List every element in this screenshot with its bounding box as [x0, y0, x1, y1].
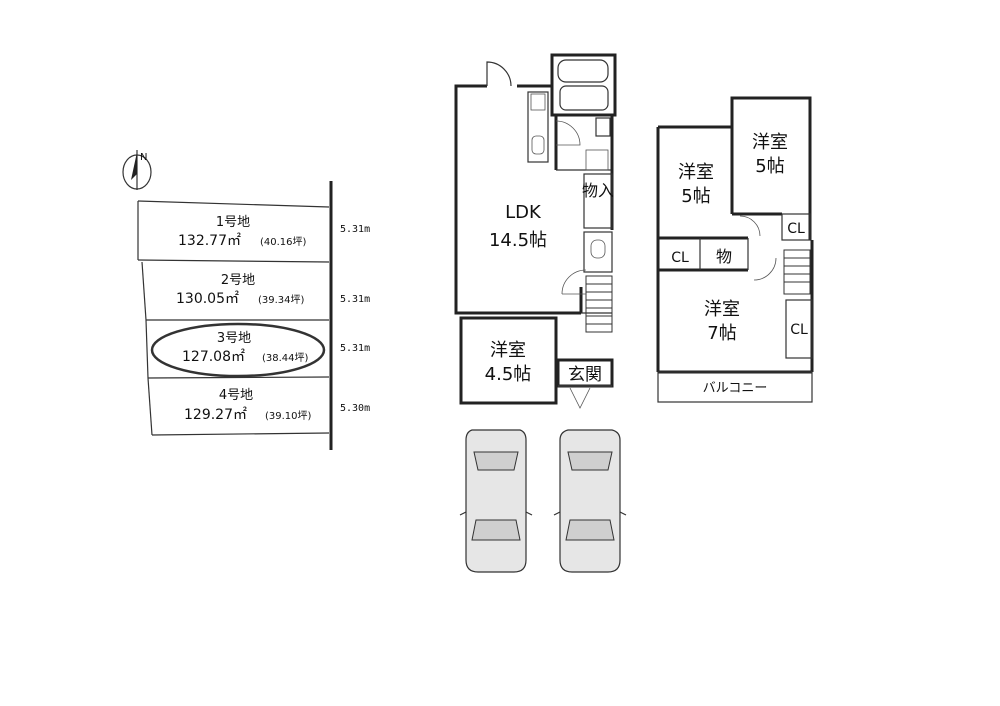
lot-tsubo: (39.10坪)	[265, 409, 312, 422]
highlight-ring	[150, 322, 326, 378]
room-c-size: 7帖	[707, 323, 736, 344]
room-name-1f: 洋室	[490, 340, 526, 361]
storage-label-1: 物入	[582, 181, 614, 200]
ldk-size: 14.5帖	[489, 230, 547, 251]
lot-layout	[137, 181, 333, 450]
car-icon	[553, 429, 627, 573]
car-icon	[459, 429, 533, 573]
balcony-label: バルコニー	[703, 381, 768, 396]
room-c-name: 洋室	[704, 299, 740, 320]
storage-label-2: 物	[716, 247, 732, 266]
lot-area: 129.27㎡	[184, 407, 247, 423]
lot-tsubo: (40.16坪)	[260, 235, 307, 248]
floor-1-plan: 物入 LDK 14.5帖 洋室 4.5帖 玄関	[454, 53, 617, 409]
north-label: N	[140, 152, 147, 163]
floor-2-plan: CL CL 物 CL 洋室 5帖 洋室 5帖 洋室 7帖 バルコニー	[656, 96, 814, 403]
lot-1: 1号地 132.77㎡ (40.16坪) 5.31m	[178, 215, 370, 249]
lot-name: 1号地	[216, 215, 250, 230]
closet-label-a: CL	[787, 221, 805, 237]
entrance-label: 玄関	[568, 365, 602, 385]
lot-area: 130.05㎡	[176, 291, 239, 307]
room-size-1f: 4.5帖	[485, 364, 532, 385]
closet-label-c: CL	[790, 322, 808, 338]
lot-tsubo: (38.44坪)	[262, 351, 309, 364]
room-b-name: 洋室	[752, 132, 788, 153]
room-a-name: 洋室	[678, 162, 714, 183]
lot-4: 4号地 129.27㎡ (39.10坪) 5.30m	[184, 388, 370, 423]
lot-frontage: 5.31m	[340, 224, 370, 235]
ldk-name: LDK	[505, 202, 542, 223]
lot-frontage: 5.31m	[340, 343, 370, 354]
lot-name: 4号地	[219, 388, 253, 403]
lot-area: 127.08㎡	[182, 349, 245, 365]
lot-2: 2号地 130.05㎡ (39.34坪) 5.31m	[176, 273, 370, 307]
closet-label-b: CL	[671, 250, 689, 266]
lot-frontage: 5.30m	[340, 403, 370, 414]
north-arrow-icon: N	[122, 150, 152, 190]
lot-frontage: 5.31m	[340, 294, 370, 305]
lot-tsubo: (39.34坪)	[258, 293, 305, 306]
lot-name: 2号地	[221, 273, 255, 288]
lot-area: 132.77㎡	[178, 233, 241, 249]
lot-3: 3号地 127.08㎡ (38.44坪) 5.31m	[182, 331, 370, 365]
room-b-size: 5帖	[755, 156, 784, 177]
room-a-size: 5帖	[681, 186, 710, 207]
lot-name: 3号地	[217, 331, 251, 346]
